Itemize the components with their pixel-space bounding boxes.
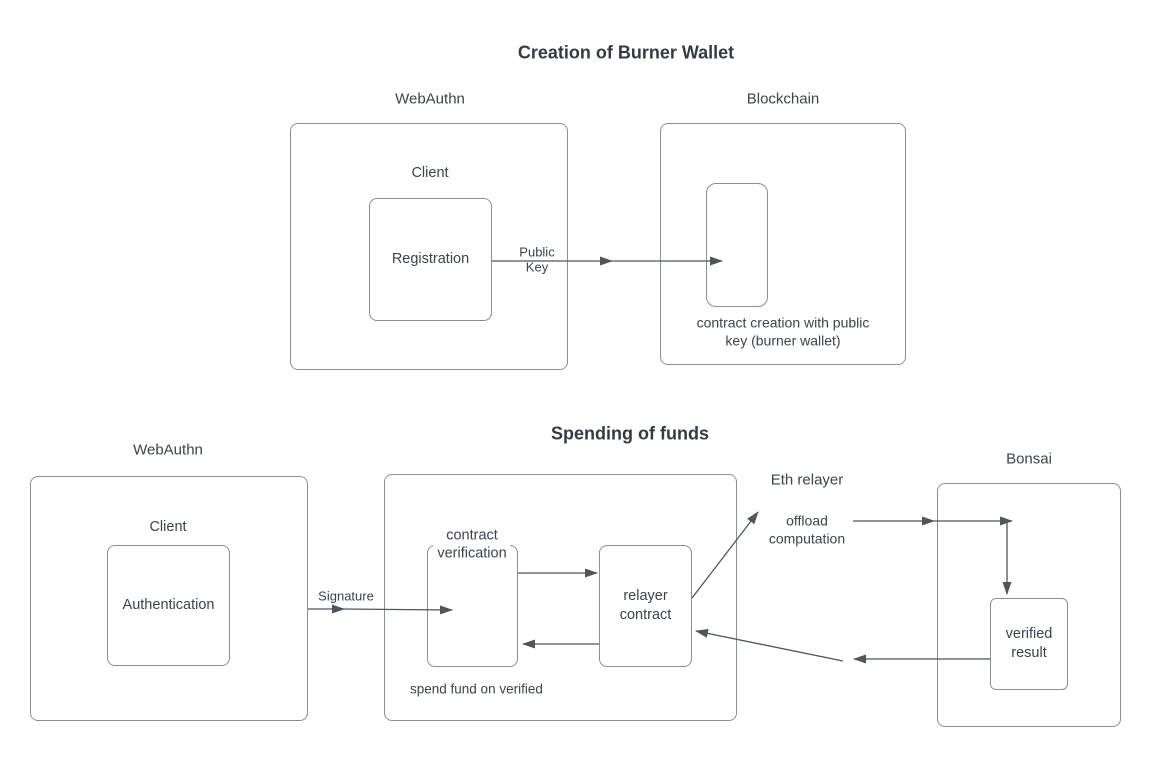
signature-label: Signature [318, 588, 374, 604]
bonsai-label: Bonsai [1006, 450, 1052, 468]
verified-result-label: verified result [1005, 626, 1053, 661]
contract-creation-caption: contract creation with public key (burne… [696, 314, 870, 348]
authentication-label: Authentication [122, 597, 215, 614]
webauthn-label-top: WebAuthn [395, 90, 465, 108]
webauthn-label-bottom: WebAuthn [133, 441, 203, 459]
registration-label: Registration [391, 251, 470, 268]
client-label-bottom: Client [149, 518, 187, 535]
blockchain-container [660, 123, 906, 365]
burner-wallet-node [706, 183, 768, 307]
client-label-top: Client [411, 164, 449, 181]
section1-title: Creation of Burner Wallet [517, 42, 735, 63]
registration-node: Registration [369, 198, 492, 321]
contract-verification-node [427, 545, 518, 667]
verified-result-node: verified result [990, 598, 1068, 690]
contract-verification-label: contract verification [433, 526, 511, 564]
relayer-contract-node: relayer contract [599, 545, 692, 667]
relayer-contract-label: relayer contract [619, 588, 672, 623]
spend-note: spend fund on verified [410, 681, 543, 697]
public-key-label: Public Key [519, 244, 555, 275]
authentication-node: Authentication [107, 545, 230, 666]
blockchain-label: Blockchain [746, 90, 820, 108]
offload-computation-label: offload computation [768, 512, 846, 546]
section2-title: Spending of funds [551, 423, 709, 444]
eth-relayer-label: Eth relayer [770, 471, 844, 489]
